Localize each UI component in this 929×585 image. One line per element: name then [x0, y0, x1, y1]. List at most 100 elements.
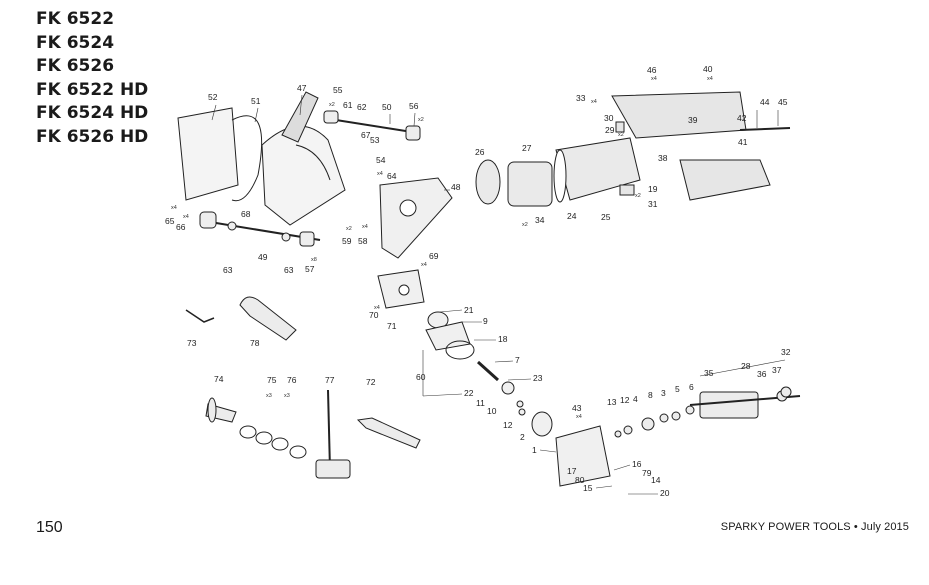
part-label: 59	[342, 236, 352, 246]
accessories	[185, 296, 421, 479]
part-label: 63	[284, 265, 294, 275]
model-name: FK 6524 HD	[36, 103, 149, 123]
part-label: 23	[533, 373, 543, 383]
part-label: 12	[620, 395, 630, 405]
part-label: 43	[572, 403, 582, 413]
part-label: 48	[451, 182, 461, 192]
part-label: 15	[583, 483, 593, 493]
model-list: FK 6522 FK 6524 FK 6526 FK 6522 HD FK 65…	[36, 8, 148, 149]
part-label: 38	[658, 153, 668, 163]
spindle-assembly	[199, 110, 421, 247]
part-label: 57	[305, 264, 315, 274]
part-label: 17	[567, 466, 577, 476]
part-label: 8	[648, 390, 653, 400]
leader-lines	[211, 94, 786, 495]
part-label: 40	[703, 64, 713, 74]
page-number: 150	[36, 519, 63, 536]
gearbox-parts	[425, 311, 611, 487]
part-label: 63	[223, 265, 233, 275]
quantity-mark: x4	[651, 76, 657, 82]
part-label: 44	[760, 97, 770, 107]
part-label: 9	[483, 316, 488, 326]
part-label: 64	[387, 171, 397, 181]
part-label: 78	[250, 338, 260, 348]
part-label: 6	[689, 382, 694, 392]
part-label: 46	[647, 65, 657, 75]
part-label: 21	[464, 305, 474, 315]
part-label: 2	[520, 432, 525, 442]
part-label: 25	[601, 212, 611, 222]
part-label: 79	[642, 468, 652, 478]
part-label: 77	[325, 375, 335, 385]
quantity-mark: x4	[171, 205, 177, 211]
part-label: 80	[575, 475, 585, 485]
part-label: 53	[370, 135, 380, 145]
part-label: 56	[409, 101, 419, 111]
quantity-mark: x4	[707, 76, 713, 82]
part-label: 24	[567, 211, 577, 221]
part-label: 4	[633, 394, 638, 404]
quantity-marks: x2 x4 x2 x4 x4 x2 x4 x2 x2 x4 x4 x4 x8 x…	[171, 76, 713, 420]
quantity-mark: x2	[329, 102, 335, 108]
part-label: 14	[651, 475, 661, 485]
part-label: 66	[176, 222, 186, 232]
part-label: 5	[675, 384, 680, 394]
part-label: 72	[366, 377, 376, 387]
part-label: 74	[214, 374, 224, 384]
quantity-mark: x4	[362, 224, 368, 230]
part-label: 62	[357, 102, 367, 112]
quantity-mark: x3	[284, 393, 290, 399]
model-name: FK 6526 HD	[36, 126, 149, 147]
part-label: 18	[498, 334, 508, 344]
armature-and-bearings	[614, 386, 801, 438]
part-label: 33	[576, 93, 586, 103]
part-labels: 1 2 3 4 5 6 7 8 9 10 11 12 12 13 14 15 1…	[165, 64, 791, 498]
part-label: 73	[187, 338, 197, 348]
part-label: 51	[251, 96, 261, 106]
part-label: 65	[165, 216, 175, 226]
part-label: 20	[660, 488, 670, 498]
part-label: 70	[369, 310, 379, 320]
part-label: 54	[376, 155, 386, 165]
part-label: 39	[688, 115, 698, 125]
quantity-mark: x4	[374, 305, 380, 311]
gear-housing-flange	[377, 177, 453, 309]
part-label: 69	[429, 251, 439, 261]
part-label: 30	[604, 113, 614, 123]
quantity-mark: x2	[635, 193, 641, 199]
quantity-mark: x4	[183, 214, 189, 220]
part-label: 68	[241, 209, 251, 219]
blade-guard-assembly	[177, 91, 346, 226]
quantity-mark: x2	[418, 117, 424, 123]
part-label: 34	[535, 215, 545, 225]
part-label: 22	[464, 388, 474, 398]
part-label: 49	[258, 252, 268, 262]
part-label: 3	[661, 388, 666, 398]
part-label: 50	[382, 102, 392, 112]
part-label: 31	[648, 199, 658, 209]
quantity-mark: x4	[591, 99, 597, 105]
part-label: 27	[522, 143, 532, 153]
quantity-mark: x2	[346, 226, 352, 232]
part-label: 76	[287, 375, 297, 385]
part-label: 42	[737, 113, 747, 123]
part-label: 28	[741, 361, 751, 371]
part-label: 11	[476, 398, 485, 408]
part-label: 7	[515, 355, 520, 365]
model-name: FK 6522 HD	[36, 79, 149, 100]
part-label: 45	[778, 97, 788, 107]
part-label: 29	[605, 125, 615, 135]
part-label: 13	[607, 397, 617, 407]
part-label: 41	[738, 137, 748, 147]
handle-assembly	[611, 91, 791, 201]
part-label: 61	[343, 100, 353, 110]
part-label: 16	[632, 459, 642, 469]
part-label: 32	[781, 347, 791, 357]
quantity-mark: x2	[618, 132, 624, 138]
part-label: 67	[361, 130, 371, 140]
quantity-mark: x2	[522, 222, 528, 228]
quantity-mark: x4	[421, 262, 427, 268]
part-label: 19	[648, 184, 658, 194]
quantity-mark: x4	[576, 414, 582, 420]
